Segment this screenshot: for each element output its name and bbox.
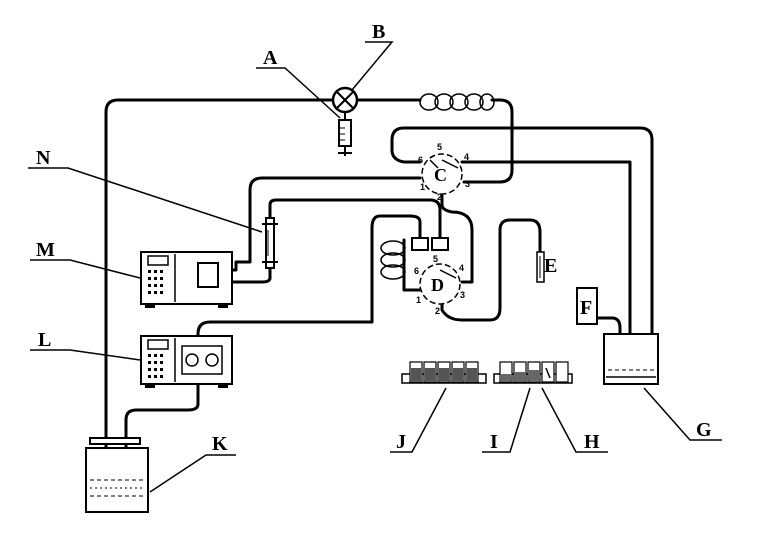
valve-c-port-5: 5 <box>437 142 442 152</box>
label-h: H <box>584 431 600 453</box>
label-f: F <box>580 297 592 319</box>
valve-d-label: D <box>431 275 444 295</box>
valve-c-port-4: 4 <box>464 152 469 162</box>
label-i: I <box>490 431 498 453</box>
pump-l-icon <box>140 335 233 388</box>
tube-l-to-k <box>124 382 200 472</box>
label-a: A <box>263 47 278 69</box>
tube-c2-to-d <box>440 194 474 284</box>
tube-c1-to-m <box>220 176 422 272</box>
syringe-a-icon <box>338 112 352 156</box>
label-m: M <box>36 239 55 261</box>
valve-d-port-4: 4 <box>459 263 464 273</box>
valve-c-label: C <box>434 165 447 185</box>
column-n-icon <box>262 217 278 269</box>
tube-coil-to-junction <box>490 98 514 162</box>
leader-i <box>482 387 531 453</box>
valve-c-icon: C 5 4 3 2 1 6 <box>418 142 470 202</box>
valve-d-port-5: 5 <box>433 254 438 264</box>
valve-c-port-3: 3 <box>465 179 470 189</box>
label-j: J <box>396 431 406 453</box>
probe-e-icon <box>536 251 545 283</box>
valve-d-port-2: 2 <box>435 306 440 316</box>
tube-loop-c <box>510 126 654 352</box>
valve-d-port-6: 6 <box>414 266 419 276</box>
valve-c-port-2: 2 <box>437 192 442 202</box>
sample-rack-ih-icon <box>493 361 573 384</box>
leader-g <box>643 387 722 441</box>
label-l: L <box>38 329 51 351</box>
tube-d-loop <box>196 214 422 348</box>
tubing <box>104 98 654 472</box>
leader-lines <box>28 41 722 493</box>
valve-d-port-1: 1 <box>416 295 421 305</box>
reaction-coil-icon <box>419 93 495 111</box>
reservoir-k-icon <box>85 437 149 513</box>
sample-loop-coil-icon <box>380 240 406 280</box>
tube-d-to-e <box>440 218 542 322</box>
leader-b <box>351 41 394 91</box>
leader-l <box>30 349 141 361</box>
label-b: B <box>372 21 385 43</box>
container-g-icon <box>603 333 659 385</box>
leader-a <box>256 67 341 119</box>
sample-rack-j-icon <box>401 361 487 384</box>
valve-d-icon: D 5 4 3 2 1 6 <box>411 237 465 316</box>
valve-b-icon <box>331 86 359 114</box>
tube-f-to-g <box>594 316 622 352</box>
tube-c3-loop <box>462 158 514 184</box>
label-e: E <box>544 255 557 277</box>
valve-c-port-6: 6 <box>418 155 423 165</box>
leader-k <box>149 454 236 493</box>
leader-h <box>541 387 608 453</box>
tube-n-column <box>268 198 442 242</box>
tube-c4-to-g <box>460 160 632 352</box>
tube-c-top-loop <box>390 126 514 164</box>
label-k: K <box>212 433 228 455</box>
tube-k-to-b <box>104 98 335 472</box>
letter-labels: B A N M E F L K J I H G <box>36 21 712 455</box>
box-f-icon <box>576 287 598 325</box>
pump-m-icon <box>140 251 233 308</box>
leader-m <box>30 259 141 279</box>
valve-c-port-1: 1 <box>420 182 425 192</box>
valve-d-port-3: 3 <box>460 290 465 300</box>
label-g: G <box>696 419 712 441</box>
leader-n <box>28 167 263 233</box>
label-n: N <box>36 147 51 169</box>
tube-n-to-m <box>220 266 272 284</box>
leader-j <box>390 387 447 453</box>
